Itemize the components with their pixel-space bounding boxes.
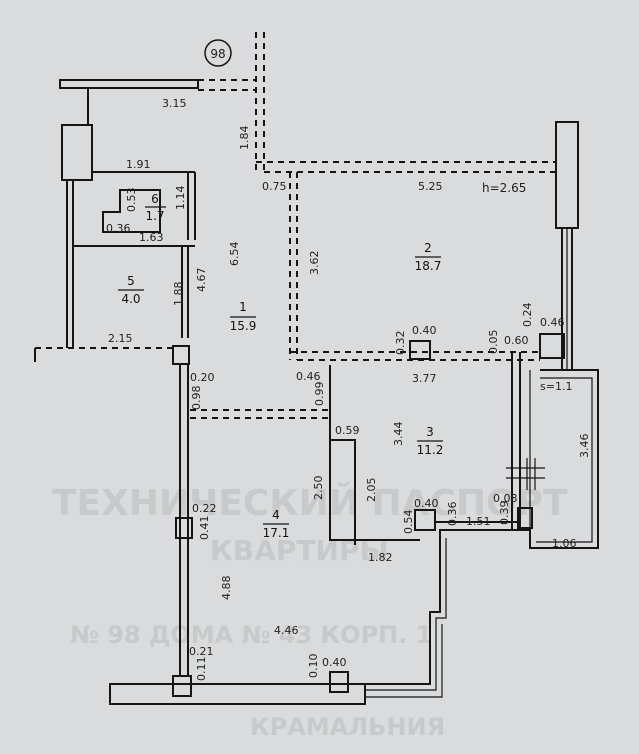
dimension-label: 0.40: [322, 656, 347, 669]
dimension-label: 0.32: [394, 331, 407, 356]
dimension-label: 0.99: [313, 382, 326, 407]
dimension-label: 0.08: [493, 492, 518, 505]
dimension-label: 0.10: [307, 654, 320, 679]
dimension-label: 1.88: [172, 282, 185, 307]
dimension-label: 1.91: [126, 158, 151, 171]
room-1-area: 15.9: [230, 319, 257, 333]
room-6-number: 6: [151, 192, 159, 206]
room-labels: 1 15.9 2 18.7 3 11.2 4 17.1 5 4.0 6 1.7 …: [118, 181, 572, 540]
balcony-area: s=1.1: [540, 380, 572, 393]
watermark-address: № 98 ДОМА № 43 КОРП. 1: [70, 621, 432, 649]
room-2-number: 2: [424, 241, 432, 255]
dimension-label: 3.77: [412, 372, 437, 385]
dimension-label: 3.46: [578, 434, 591, 459]
watermark-title: ТЕХНИЧЕСКИЙ ПАСПОРТ: [52, 482, 568, 524]
dimension-label: 4.88: [220, 576, 233, 601]
dimension-label: 2.15: [108, 332, 133, 345]
dimension-label: 0.59: [335, 424, 360, 437]
room-4-number: 4: [272, 508, 280, 522]
dashed-walls: [190, 32, 556, 419]
dimension-label: 0.75: [262, 180, 287, 193]
room-5-number: 5: [127, 274, 135, 288]
dimension-label: 1.06: [552, 537, 577, 550]
dimension-label: 0.41: [198, 516, 211, 541]
ceiling-height: h=2.65: [482, 181, 526, 195]
dimension-label: 0.54: [402, 510, 415, 535]
dimension-label: 1.51: [466, 515, 491, 528]
dimension-label: 0.11: [195, 657, 208, 682]
room-3-number: 3: [426, 425, 434, 439]
dimension-label: 1.63: [139, 231, 164, 244]
dimension-label: 0.46: [540, 316, 565, 329]
dimension-label: 6.54: [228, 242, 241, 267]
room-6-area: 1.7: [145, 209, 164, 223]
walls: [34, 79, 599, 705]
dimension-label: 1.14: [174, 186, 187, 211]
dimension-label: 0.22: [192, 502, 217, 515]
apartment-number-badge: 98: [204, 39, 232, 67]
dimension-label: 1.82: [368, 551, 393, 564]
dimension-label: 3.15: [162, 97, 187, 110]
dimensions: 3.15 1.84 0.75 5.25 1.91 0.53 1.14 0.36 …: [106, 97, 591, 681]
dimension-label: 5.25: [418, 180, 443, 193]
dimension-label: 4.67: [195, 268, 208, 293]
dimension-label: 0.46: [296, 370, 321, 383]
dimension-label: 0.40: [412, 324, 437, 337]
room-4-area: 17.1: [263, 526, 290, 540]
room-3-area: 11.2: [417, 443, 444, 457]
room-5-area: 4.0: [121, 292, 140, 306]
watermark-subtitle: КВАРТИРЫ: [210, 534, 389, 567]
apartment-number: 98: [210, 47, 225, 61]
dimension-label: 0.39: [498, 501, 511, 526]
dimension-label: 0.98: [190, 386, 203, 411]
dimension-label: 3.62: [308, 251, 321, 276]
watermark: ТЕХНИЧЕСКИЙ ПАСПОРТ КВАРТИРЫ № 98 ДОМА №…: [52, 482, 568, 741]
dimension-label: 0.05: [487, 330, 500, 355]
room-2-area: 18.7: [415, 259, 442, 273]
room-1-number: 1: [239, 300, 247, 314]
dimension-label: 0.21: [189, 645, 214, 658]
dimension-label: 0.60: [504, 334, 529, 347]
dimension-label: 2.05: [365, 478, 378, 503]
dimension-label: 0.40: [414, 497, 439, 510]
dimension-label: 0.20: [190, 371, 215, 384]
dimension-label: 3.44: [392, 422, 405, 447]
dimension-label: 0.36: [446, 502, 459, 527]
dimension-label: 0.36: [106, 222, 131, 235]
dimension-label: 4.46: [274, 624, 299, 637]
dimension-label: 1.84: [238, 126, 251, 151]
watermark-district: КРАМАЛЬНИЯ: [250, 713, 445, 741]
dimension-label: 0.24: [521, 303, 534, 328]
dimension-label: 0.53: [125, 188, 138, 213]
dimension-label: 2.50: [312, 476, 325, 501]
